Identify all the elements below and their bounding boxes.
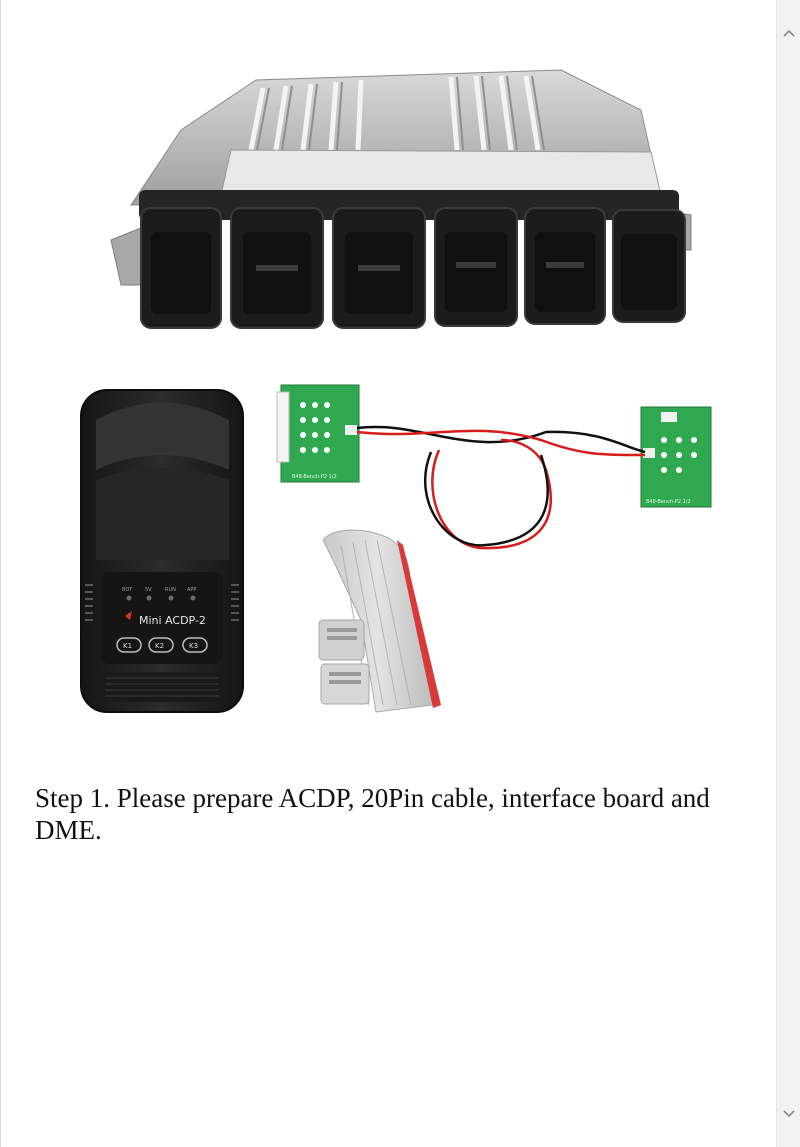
chevron-down-icon [783,1110,795,1118]
device-button-k1: K1 [123,642,132,650]
led-label-run: RUN [165,587,176,593]
vertical-scrollbar[interactable] [776,0,800,1147]
scroll-down-button[interactable] [777,1101,800,1125]
interface-board-image [276,384,712,550]
left-board-label: B48-Bench-P2 1/2 [292,474,337,480]
led-label-bot: BOT [122,587,133,593]
page-viewport: Mini ACDP-2 BOT 5V RUN APP K1 K2 K3 B48-… [0,0,776,1147]
acdp-device-image [80,389,244,713]
chevron-up-icon [783,29,795,37]
led-label-app: APP [187,587,196,593]
device-button-k2: K2 [155,642,164,650]
led-label-5v: 5V [145,587,152,593]
scroll-up-button[interactable] [777,22,800,46]
device-brand-label: Mini ACDP-2 [139,614,206,627]
step-caption: Step 1. Please prepare ACDP, 20Pin cable… [35,783,710,845]
right-board-label: B48-Bench-P2 1/2 [646,499,691,505]
20pin-cable-image [318,529,441,713]
product-photo: Mini ACDP-2 BOT 5V RUN APP K1 K2 K3 B48-… [1,0,776,750]
device-button-k3: K3 [189,642,198,650]
dme-ecu-image [110,69,692,329]
